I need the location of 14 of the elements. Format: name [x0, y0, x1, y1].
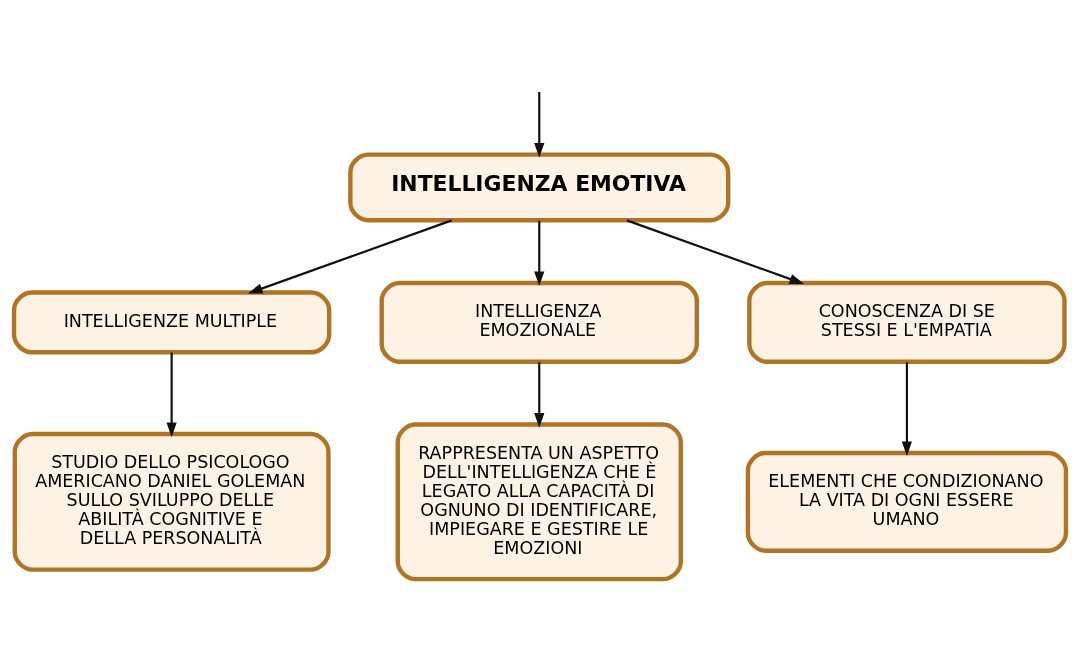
node-box: INTELLIGENZE MULTIPLE — [11, 290, 332, 355]
node-box: RAPPRESENTA UN ASPETTO DELL'INTELLIGENZA CHE È LEGATO ALLA CAPACITÀ DI OGNUNO DI IDENTIFICARE, IMPIEGARE E GESTIRE LE EMOZIONI — [395, 422, 683, 582]
node-box: CONOSCENZA DI SE STESSI E L'EMPATIA — [747, 280, 1067, 364]
node-box: STUDIO DELLO PSICOLOGO AMERICANO DANIEL GOLEMAN SULLO SVILUPPO DELLE ABILITÀ COGNITIVE E DELLA PERSONALITÀ — [12, 431, 331, 572]
node-box: ELEMENTI CHE CONDIZIONANO LA VITA DI OGNI ESSERE UMANO — [745, 450, 1069, 553]
arrow — [166, 352, 177, 438]
arrow — [534, 362, 545, 428]
arrow — [247, 219, 453, 294]
node-box: INTELLIGENZA EMOTIVA — [348, 152, 731, 223]
arrow — [534, 220, 545, 286]
arrow — [626, 219, 805, 285]
node-box: INTELLIGENZA EMOZIONALE — [379, 280, 700, 364]
arrow — [534, 91, 545, 158]
arrow — [901, 362, 913, 457]
